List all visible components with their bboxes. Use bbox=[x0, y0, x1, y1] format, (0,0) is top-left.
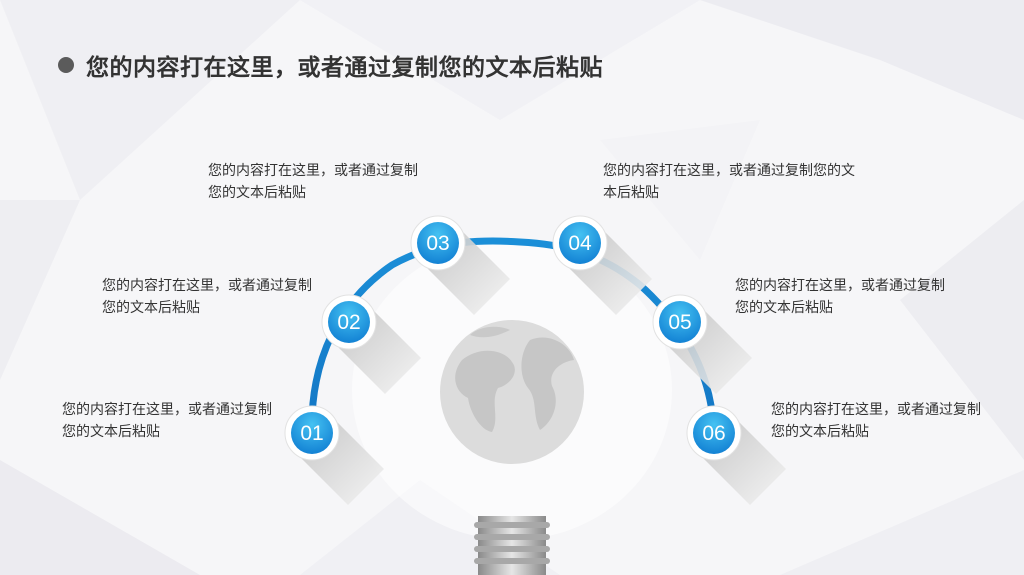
node-circle bbox=[659, 301, 701, 343]
step-04-text: 您的内容打在这里，或者通过复制您的文本后粘贴 bbox=[603, 163, 855, 201]
title-row: 您的内容打在这里，或者通过复制您的文本后粘贴 bbox=[58, 48, 603, 82]
step-number-label: 04 bbox=[568, 232, 592, 255]
step-node-01: 01 bbox=[284, 405, 384, 505]
node-circle bbox=[291, 412, 333, 454]
node-circle bbox=[328, 301, 370, 343]
node-circle bbox=[559, 222, 601, 264]
step-number-label: 01 bbox=[300, 422, 323, 445]
step-node-03: 03 bbox=[410, 215, 510, 315]
step-05-text: 您的内容打在这里，或者通过复制您的文本后粘贴 bbox=[735, 278, 945, 316]
step-number-label: 03 bbox=[426, 232, 449, 255]
step-node-05: 05 bbox=[652, 294, 752, 394]
step-02-text: 您的内容打在这里，或者通过复制您的文本后粘贴 bbox=[102, 278, 312, 316]
step-number-label: 02 bbox=[337, 311, 360, 334]
step-node-02: 02 bbox=[321, 294, 421, 394]
step-number-label: 05 bbox=[668, 311, 691, 334]
step-03-text: 您的内容打在这里，或者通过复制您的文本后粘贴 bbox=[208, 163, 418, 201]
page-title: 您的内容打在这里，或者通过复制您的文本后粘贴 bbox=[86, 55, 603, 81]
title-bullet-icon bbox=[58, 57, 74, 73]
globe-icon bbox=[440, 320, 584, 464]
step-number-label: 06 bbox=[702, 422, 725, 445]
step-06-text: 您的内容打在这里，或者通过复制您的文本后粘贴 bbox=[771, 402, 981, 440]
node-circle bbox=[417, 222, 459, 264]
step-node-06: 06 bbox=[686, 405, 786, 505]
bulb-screw-base-icon bbox=[474, 516, 550, 575]
step-node-04: 04 bbox=[552, 215, 652, 315]
step-01-text: 您的内容打在这里，或者通过复制您的文本后粘贴 bbox=[62, 402, 272, 440]
node-circle bbox=[693, 412, 735, 454]
